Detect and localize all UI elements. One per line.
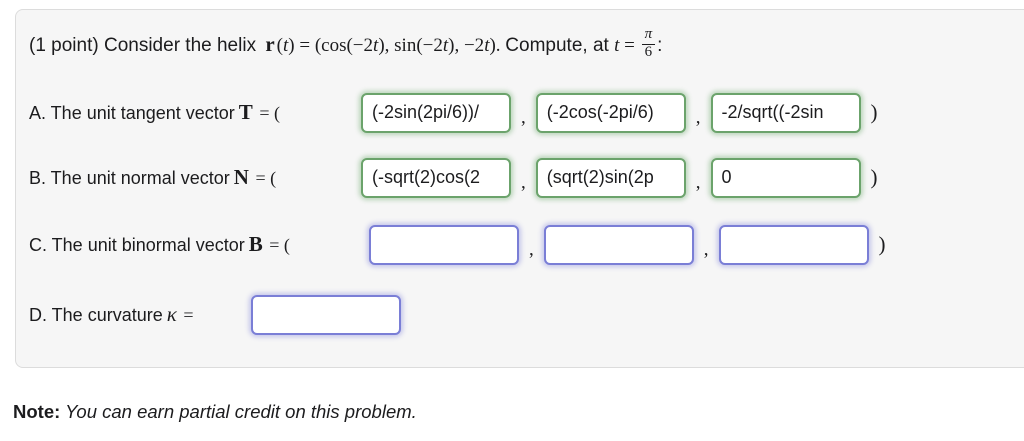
answer-input-c2[interactable] xyxy=(543,224,694,265)
answer-input-d1[interactable] xyxy=(251,294,401,335)
comma-separator: , xyxy=(529,238,534,260)
problem-statement: (1 point) Consider the helix r(t) = (cos… xyxy=(29,26,663,61)
answer-input-a3[interactable] xyxy=(710,92,861,133)
note-text: You can earn partial credit on this prob… xyxy=(60,401,417,422)
answer-input-c3[interactable] xyxy=(718,224,869,265)
answer-input-b1[interactable] xyxy=(361,157,511,198)
vector-T-symbol: T xyxy=(238,100,253,124)
comma-separator: , xyxy=(695,106,701,128)
compute-text: Compute, at xyxy=(505,34,615,56)
answer-input-b2[interactable] xyxy=(535,157,686,198)
answer-input-b3[interactable] xyxy=(710,157,861,198)
comma-separator: , xyxy=(521,171,526,193)
answer-input-a2[interactable] xyxy=(535,92,686,133)
vector-r-symbol: r xyxy=(265,31,275,56)
comma-separator: , xyxy=(521,106,526,128)
note-label: Note: xyxy=(13,401,61,422)
partial-credit-note: Note: You can earn partial credit on thi… xyxy=(13,401,417,423)
vector-N-symbol: N xyxy=(233,165,249,189)
statement-prefix: (1 point) Consider the helix xyxy=(29,34,262,56)
closing-paren: ) xyxy=(870,100,878,124)
closing-paren: ) xyxy=(878,232,886,256)
closing-paren: ) xyxy=(870,165,878,189)
kappa-symbol: κ xyxy=(166,302,177,326)
answer-input-a1[interactable] xyxy=(361,92,511,133)
problem-panel: (1 point) Consider the helix r(t) = (cos… xyxy=(15,9,1024,368)
answer-input-c1[interactable] xyxy=(369,224,519,265)
comma-separator: , xyxy=(703,238,709,260)
comma-separator: , xyxy=(695,171,701,193)
vector-B-symbol: B xyxy=(248,232,263,256)
